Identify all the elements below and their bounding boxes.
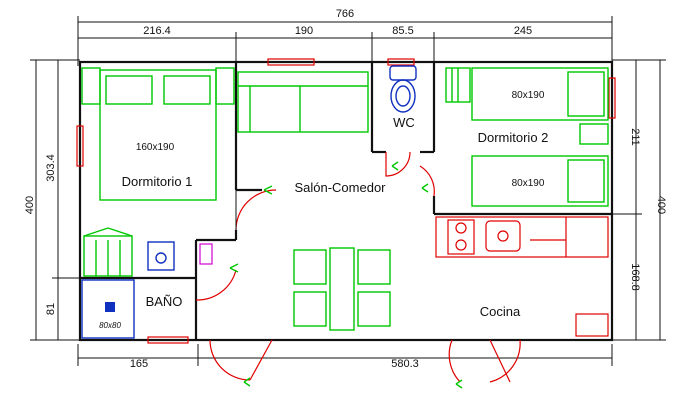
doors [195,151,521,389]
single-beds [445,67,609,207]
walls [78,60,614,342]
bathroom-fixtures [81,227,213,339]
dim-left-2: 81 [45,303,57,315]
dim-top-total: 766 [336,8,354,20]
kitchen-counter [435,216,609,337]
dim-top-2: 190 [295,25,313,37]
room-label-bedroom1: Dormitorio 1 [122,174,193,189]
room-label-wc: WC [393,115,415,130]
dim-right-2: 168.8 [629,263,641,291]
windows [76,58,616,344]
dimension-lines [30,16,666,366]
dim-bottom-1: 165 [130,358,148,370]
dim-right-1: 211 [629,128,641,146]
dining-table-set [293,247,391,331]
dim-left-total: 400 [24,196,36,214]
toilet [389,65,417,113]
dim-right-total: 400 [655,196,667,214]
single-bed-bottom-size: 80x190 [512,178,545,189]
shower-size: 80x80 [99,321,121,330]
dim-left-1: 303.4 [45,154,57,182]
dim-top-3: 85.5 [392,25,413,37]
sofa [237,71,369,133]
dim-top-4: 245 [514,25,532,37]
room-label-bedroom2: Dormitorio 2 [478,130,549,145]
dim-top-1: 216.4 [143,25,171,37]
double-bed [81,67,235,201]
dim-bottom-2: 580.3 [391,358,419,370]
room-label-kitchen: Cocina [480,304,521,319]
double-bed-size: 160x190 [136,142,175,153]
single-bed-top-size: 80x190 [512,90,545,101]
room-label-living: Salón-Comedor [294,180,386,195]
room-label-bath: BAÑO [146,294,183,309]
